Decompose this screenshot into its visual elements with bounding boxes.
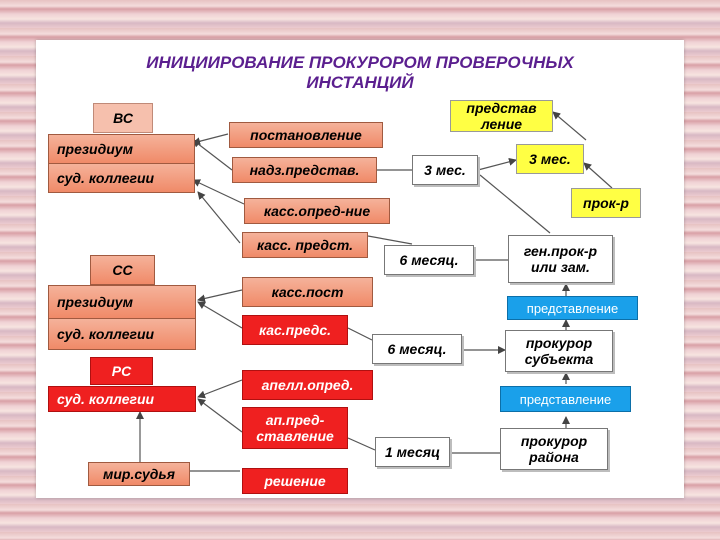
arrow-3mes-3mes: [477, 157, 517, 171]
act-kas-preds: кас.предс.: [242, 315, 348, 345]
slide-title: ИНИЦИИРОВАНИЕ ПРОКУРОРОМ ПРОВЕРОЧНЫХ ИНС…: [36, 53, 684, 93]
line-3mes-gen: [479, 174, 551, 234]
prosecutor-district: прокурор района: [500, 428, 608, 470]
ss-collegia: суд. коллегии: [48, 318, 196, 350]
term-6-months-a: 6 месяц.: [384, 245, 474, 275]
prosecutor-subject: прокурор субъекта: [505, 330, 613, 372]
prosecutor-general: ген.прок-р или зам.: [508, 235, 613, 283]
rs-collegia: суд. коллегии: [48, 386, 196, 412]
act-nadz-predstav: надз.представ.: [232, 157, 377, 183]
court-vs-label: ВС: [93, 103, 153, 133]
arrow-kasspost-presidium: [197, 289, 243, 303]
act-apell-opred: апелл.опред.: [242, 370, 373, 400]
arrow-kaspreds-presidium: [197, 301, 243, 329]
vs-presidium: президиум: [48, 134, 195, 164]
title-line-1: ИНИЦИИРОВАНИЕ ПРОКУРОРОМ ПРОВЕРОЧНЫХ: [146, 53, 574, 72]
arrow-prokr-3mes: [583, 162, 613, 189]
arrow-kasspredst-collegia: [197, 191, 241, 244]
arrow-3mes-predst: [552, 111, 587, 141]
court-ss-label: СС: [90, 255, 155, 285]
prosecutor-prok-r: прок-р: [571, 188, 641, 218]
act-postanovlenie: постановление: [229, 122, 383, 148]
vs-collegia: суд. коллегии: [48, 163, 195, 193]
line-appred-1mes: [347, 437, 376, 451]
submission-1: представление: [507, 296, 638, 320]
magistrate: мир.судья: [88, 462, 190, 486]
term-3-months-b: 3 мес.: [516, 144, 584, 174]
act-reshenie: решение: [242, 468, 348, 494]
ss-presidium: президиум: [48, 285, 196, 319]
line-kaspreds-6mes: [347, 327, 373, 341]
arrow-apell-rs: [197, 379, 243, 399]
submission-2: представление: [500, 386, 631, 412]
act-kass-opred: касс.опред-ние: [244, 198, 390, 224]
term-6-months-b: 6 месяц.: [372, 334, 462, 364]
act-kass-post: касс.пост: [242, 277, 373, 307]
arrow-appred-rs: [197, 398, 243, 433]
submission-top: представ ление: [450, 100, 553, 132]
court-rs-label: РС: [90, 357, 153, 385]
arrow-nadz-presidium: [192, 139, 233, 171]
arrow-postanovlenie-presidium: [192, 133, 229, 146]
arrow-kassopred-collegia: [192, 179, 245, 205]
term-1-month: 1 месяц: [375, 437, 450, 467]
title-line-2: ИНСТАНЦИЙ: [306, 73, 414, 92]
act-kass-predst: касс. предст.: [242, 232, 368, 258]
line-kasspredst-6mes: [367, 235, 413, 245]
term-3-months-a: 3 мес.: [412, 155, 478, 185]
act-ap-predstavlenie: ап.пред- ставление: [242, 407, 348, 449]
